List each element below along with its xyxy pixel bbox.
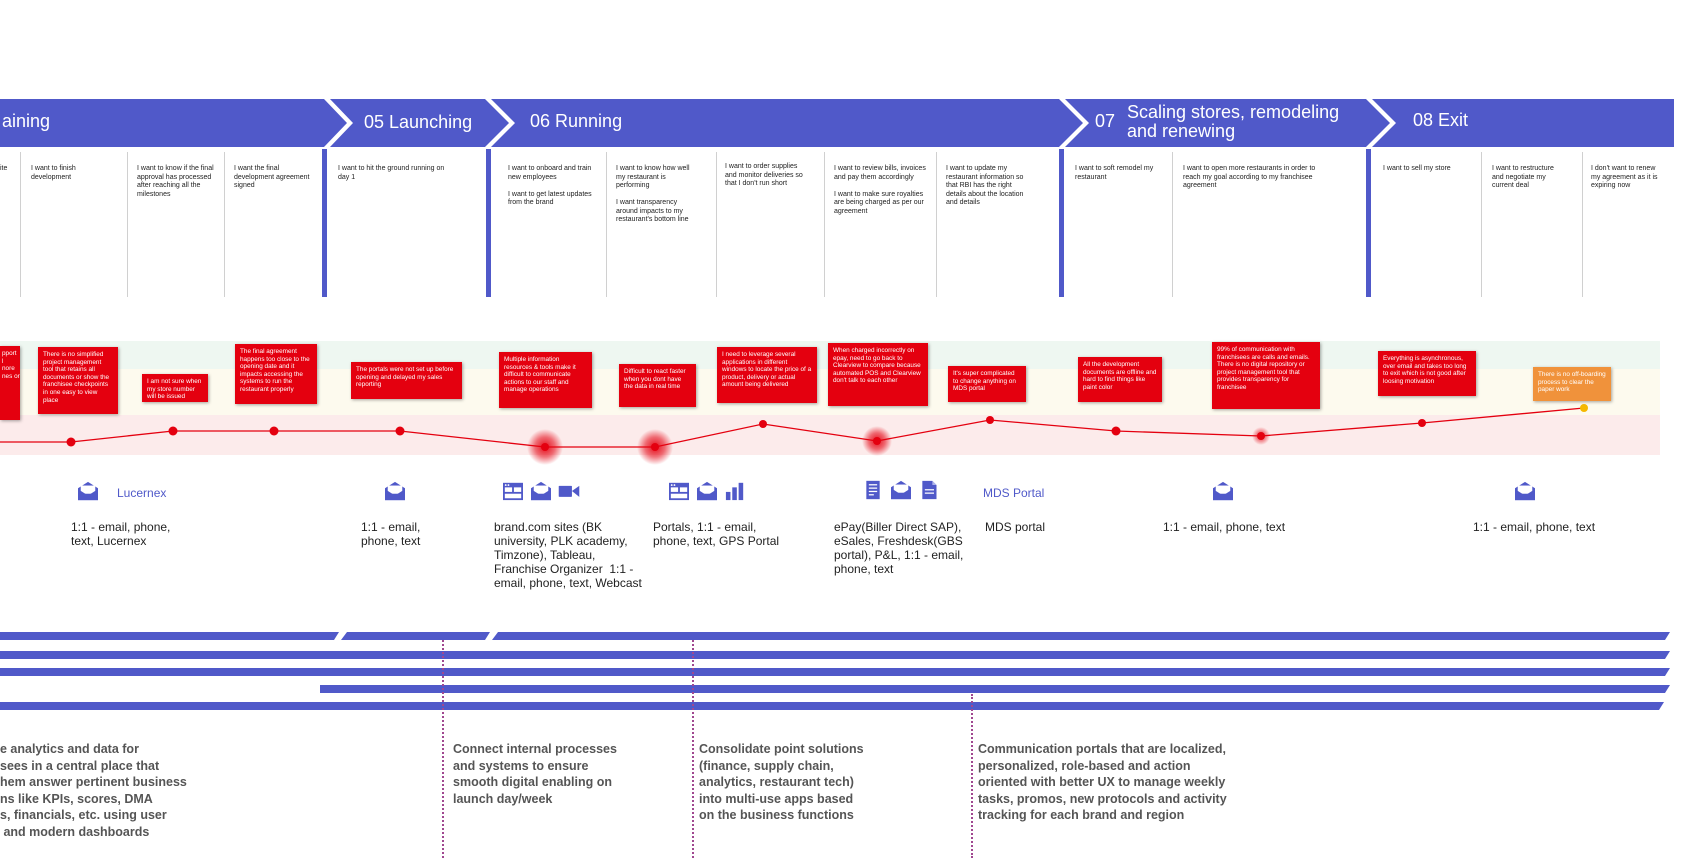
pain-point-note[interactable]: Multiple information resources & tools m… xyxy=(499,352,592,408)
goal-text: I want to know if the final approval has… xyxy=(137,165,214,198)
goal-divider xyxy=(606,152,607,297)
roadmap-text: e analytics and data for sees in a centr… xyxy=(0,742,187,839)
journey-point xyxy=(1418,419,1426,427)
journey-point xyxy=(395,426,405,436)
touchpoint-caption: 1:1 - email, phone, text xyxy=(1163,520,1286,534)
stage-header-ribbon xyxy=(0,99,1674,147)
stage-05-label: 05 Launching xyxy=(364,112,473,132)
goal-divider xyxy=(224,152,225,297)
touchpoint-caption: ePay(Biller Direct SAP), eSales, Freshde… xyxy=(834,520,964,576)
roadmap-divider xyxy=(442,640,444,858)
goal-text: I want to open more restaurants in order… xyxy=(1183,165,1316,189)
pain-point-note[interactable]: There is no simplified project managemen… xyxy=(38,347,118,414)
stage-07-number: 07 xyxy=(1095,111,1116,131)
goal-text: I want to sell my store xyxy=(1383,165,1451,172)
goal-text: I want to know how well my restaurant is… xyxy=(616,165,690,223)
journey-point xyxy=(269,426,279,436)
stage-06-chevron[interactable] xyxy=(491,99,1083,147)
stage-05-chevron[interactable] xyxy=(330,99,509,147)
pain-point-note[interactable]: pport l nore nes or xyxy=(0,346,20,420)
pain-point-note[interactable]: I need to leverage several applications … xyxy=(717,347,817,403)
journey-point xyxy=(168,426,178,436)
goal-divider xyxy=(936,152,937,297)
stage-07-start-marker xyxy=(1059,149,1064,297)
stage-08-chevron[interactable] xyxy=(1372,99,1674,147)
goal-text: I want to order supplies and monitor del… xyxy=(725,163,803,187)
journey-point xyxy=(1111,426,1121,436)
goal-divider xyxy=(20,152,21,297)
touchpoint-caption: 1:1 - email, phone, text xyxy=(361,520,421,548)
stage-06-start-marker xyxy=(486,149,491,297)
journey-point xyxy=(541,443,549,451)
roadmap-divider xyxy=(971,694,973,858)
pain-point-note[interactable]: When charged incorrectly on epay, need t… xyxy=(828,343,928,406)
goal-text: I want to restructure and negotiate my c… xyxy=(1492,165,1554,189)
journey-point xyxy=(1257,432,1265,440)
stage-07-label: Scaling stores, remodeling and renewing xyxy=(1127,102,1340,141)
touchpoint-caption: brand.com sites (BK university, PLK acad… xyxy=(494,520,642,590)
stage-04-chevron[interactable] xyxy=(0,99,347,147)
goal-text: I want to update my restaurant informati… xyxy=(946,165,1024,206)
pain-point-note[interactable]: Everything is asynchronous, over email a… xyxy=(1378,351,1476,396)
goal-text: I want to finish development xyxy=(31,165,76,181)
journey-point xyxy=(873,437,881,445)
roadmap-bar xyxy=(0,668,1670,676)
touchpoint-caption: Portals, 1:1 - email, phone, text, GPS P… xyxy=(653,520,780,548)
journey-point-positive xyxy=(1580,404,1588,412)
stage-07-chevron[interactable] xyxy=(1065,99,1390,147)
goal-divider xyxy=(1481,152,1482,297)
roadmap-bar xyxy=(341,632,490,640)
roadmap-text: Consolidate point solutions (finance, su… xyxy=(699,742,864,822)
journey-point xyxy=(651,443,659,451)
goal-text: ite xyxy=(0,165,8,172)
emotion-band-negative xyxy=(0,415,1660,455)
mds-portal-label[interactable]: MDS Portal xyxy=(983,486,1045,500)
stage-08-start-marker xyxy=(1366,149,1371,297)
touchpoint-caption: 1:1 - email, phone, text xyxy=(1473,520,1596,534)
pain-point-note[interactable]: The portals were not set up before openi… xyxy=(351,362,462,399)
goal-text: I want to hit the ground running on day … xyxy=(338,165,445,181)
journey-point xyxy=(759,420,767,428)
stage-06-label: 06 Running xyxy=(530,111,623,131)
roadmap-text: Connect internal processes and systems t… xyxy=(453,742,617,806)
pain-point-note[interactable]: 99% of communication with franchisees ar… xyxy=(1212,342,1320,409)
goal-text: I want to soft remodel my restaurant xyxy=(1075,165,1154,181)
goal-text: I don't want to renew my agreement as it… xyxy=(1591,165,1658,189)
roadmap-bar xyxy=(0,651,1670,659)
goal-text: I want the final development agreement s… xyxy=(234,165,310,189)
stage-04-label: aining xyxy=(2,111,51,131)
goal-divider xyxy=(716,152,717,297)
stage-08-label: 08 Exit xyxy=(1413,110,1469,130)
stage-05-start-marker xyxy=(322,149,327,297)
pain-point-note[interactable]: Difficult to react faster when you dont … xyxy=(619,364,696,407)
touchpoint-caption: 1:1 - email, phone, text, Lucernex xyxy=(71,520,171,548)
touchpoint-caption: MDS portal xyxy=(985,520,1046,534)
pain-point-note[interactable]: All the development documents are offlin… xyxy=(1078,357,1162,402)
goal-divider xyxy=(1582,152,1583,297)
lucernex-label[interactable]: Lucernex xyxy=(117,486,167,500)
goal-text: I want to onboard and train new employee… xyxy=(508,165,592,206)
roadmap-bar xyxy=(492,632,1670,640)
positive-note[interactable]: There is no off-boarding process to clea… xyxy=(1533,367,1611,401)
goal-text: I want to review bills, invoices and pay… xyxy=(834,165,926,215)
journey-point xyxy=(986,416,994,424)
roadmap-bar xyxy=(0,632,339,640)
roadmap-bar xyxy=(320,685,1670,693)
pain-point-note[interactable]: I am not sure when my store number will … xyxy=(142,374,208,402)
pain-point-note[interactable]: The final agreement happens too close to… xyxy=(235,344,317,404)
goal-divider xyxy=(127,152,128,297)
roadmap-text: Communication portals that are localized… xyxy=(978,742,1227,822)
roadmap-bar xyxy=(0,702,1664,710)
pain-point-note[interactable]: It's super complicated to change anythin… xyxy=(948,366,1026,402)
goal-divider xyxy=(824,152,825,297)
roadmap-divider xyxy=(692,640,694,858)
goal-divider xyxy=(1172,152,1173,297)
journey-point xyxy=(66,437,76,447)
